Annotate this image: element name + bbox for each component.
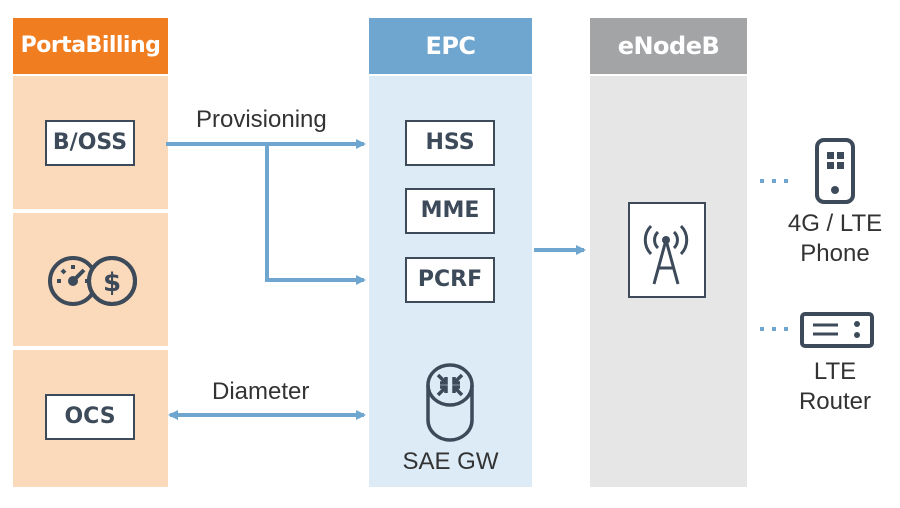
sae-gw-label: SAE GW — [402, 448, 499, 475]
epc-header: EPC — [369, 18, 532, 74]
phone-icon — [815, 138, 855, 204]
mme-box: MME — [405, 188, 495, 234]
phone-label-line2: Phone — [800, 240, 870, 267]
portabilling-header: PortaBilling — [13, 18, 168, 74]
boss-box: B/OSS — [45, 120, 135, 166]
provisioning-arrows — [166, 139, 366, 285]
ocs-box: OCS — [45, 394, 135, 440]
device-dotted-links — [760, 179, 788, 331]
antenna-tower-icon — [628, 202, 706, 298]
router-label-line1: LTE — [813, 358, 857, 385]
diameter-label: Diameter — [212, 378, 310, 405]
svg-text:$: $ — [103, 268, 121, 298]
pcrf-box: PCRF — [405, 257, 495, 303]
gateway-cylinder-icon — [426, 363, 474, 442]
gauge-dollar-icon — [48, 256, 137, 306]
hss-box: HSS — [405, 120, 495, 166]
router-icon — [800, 312, 874, 348]
router-label-line2: Router — [798, 388, 872, 415]
phone-label-line1: 4G / LTE — [787, 210, 883, 237]
enodeb-header: eNodeB — [590, 18, 747, 74]
provisioning-label: Provisioning — [196, 106, 327, 133]
